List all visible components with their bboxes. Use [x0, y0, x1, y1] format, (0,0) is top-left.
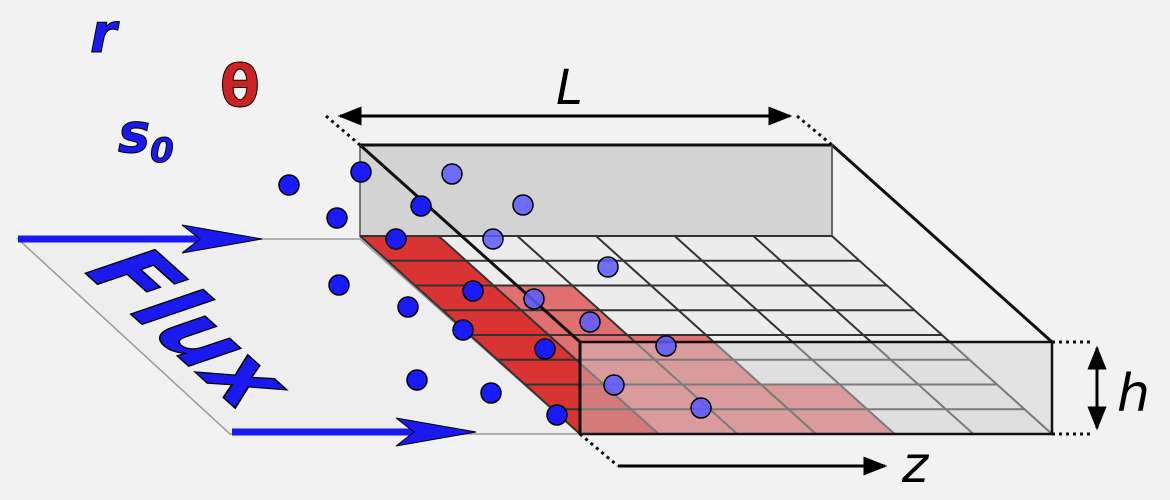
grid-cell [497, 359, 604, 385]
particle [410, 195, 432, 217]
particle [462, 280, 484, 302]
grid-cell [651, 285, 758, 311]
grid-cell [757, 310, 864, 335]
label-theta: θ [220, 52, 260, 120]
channel-front-wall [578, 340, 1054, 436]
grid-cell [493, 285, 600, 311]
grid-cell [839, 384, 946, 410]
grid-line-width [673, 235, 896, 435]
channel-top-right-edge [830, 143, 1054, 344]
grid-cell [788, 409, 895, 434]
flux-arrow-top [18, 224, 263, 254]
label-s0: s0 [118, 102, 174, 171]
particle [385, 228, 407, 250]
particle [350, 161, 372, 183]
grid-cell [631, 409, 738, 434]
grid-cell [867, 409, 974, 434]
grid-cell [654, 359, 761, 385]
grid-cell [835, 310, 942, 335]
grid-cell [753, 236, 860, 261]
grid-cell [674, 236, 781, 261]
grid-cell [623, 260, 730, 286]
grid-cell [596, 236, 703, 261]
grid-cell [702, 260, 809, 286]
grid-cell [945, 409, 1052, 434]
grid-cell [387, 260, 494, 286]
grid-cell [572, 285, 679, 311]
grid-cell [761, 384, 868, 410]
particle [523, 288, 545, 310]
grid-cell [521, 310, 628, 335]
grid-cell [599, 310, 706, 335]
particle [546, 404, 568, 426]
grid-line-width [752, 235, 975, 435]
grid-line-width [437, 235, 660, 435]
particle [534, 338, 556, 360]
grid-cell [812, 359, 919, 385]
particle [597, 256, 619, 278]
grid-cell [890, 359, 997, 385]
length-dotted-left [325, 114, 361, 147]
depth-dotted [579, 432, 619, 468]
particle [603, 374, 625, 396]
label-s0-sub: 0 [150, 131, 174, 171]
particle [397, 296, 419, 318]
particle [482, 228, 504, 250]
grid-cell [603, 384, 710, 410]
grid-cell [576, 359, 683, 385]
grid-cell [709, 409, 816, 434]
grid-cell [808, 285, 915, 311]
label-s0-base: s [118, 102, 150, 165]
grid-cell [678, 310, 785, 335]
grid-cell [729, 285, 836, 311]
label-r: r [90, 2, 120, 65]
channel-back-wall [359, 144, 833, 237]
particle [441, 163, 463, 185]
flux-arrow-bottom [232, 417, 477, 447]
particle [655, 335, 677, 357]
particle [326, 207, 348, 229]
grid-line-width [595, 235, 817, 435]
particle [480, 382, 502, 404]
particle [406, 369, 428, 391]
particle [512, 194, 534, 216]
channel-top-left-edge [358, 143, 582, 344]
particle-layer [278, 161, 712, 426]
grid-cell [780, 260, 887, 286]
label-length: L [556, 60, 583, 116]
grid-cell [918, 384, 1025, 410]
label-height: h [1117, 364, 1150, 424]
particle [452, 319, 474, 341]
particle [690, 397, 712, 419]
particle [579, 311, 601, 333]
grid-cell [525, 384, 632, 410]
particle [328, 274, 350, 296]
particle [278, 174, 300, 196]
grid-cell [733, 359, 840, 385]
grid-cell [544, 260, 651, 286]
grid-line-width [831, 235, 1053, 435]
grid-cell [517, 236, 624, 261]
label-depth: z [901, 436, 930, 494]
length-dotted-right [796, 114, 833, 147]
grid-cell [466, 260, 573, 286]
